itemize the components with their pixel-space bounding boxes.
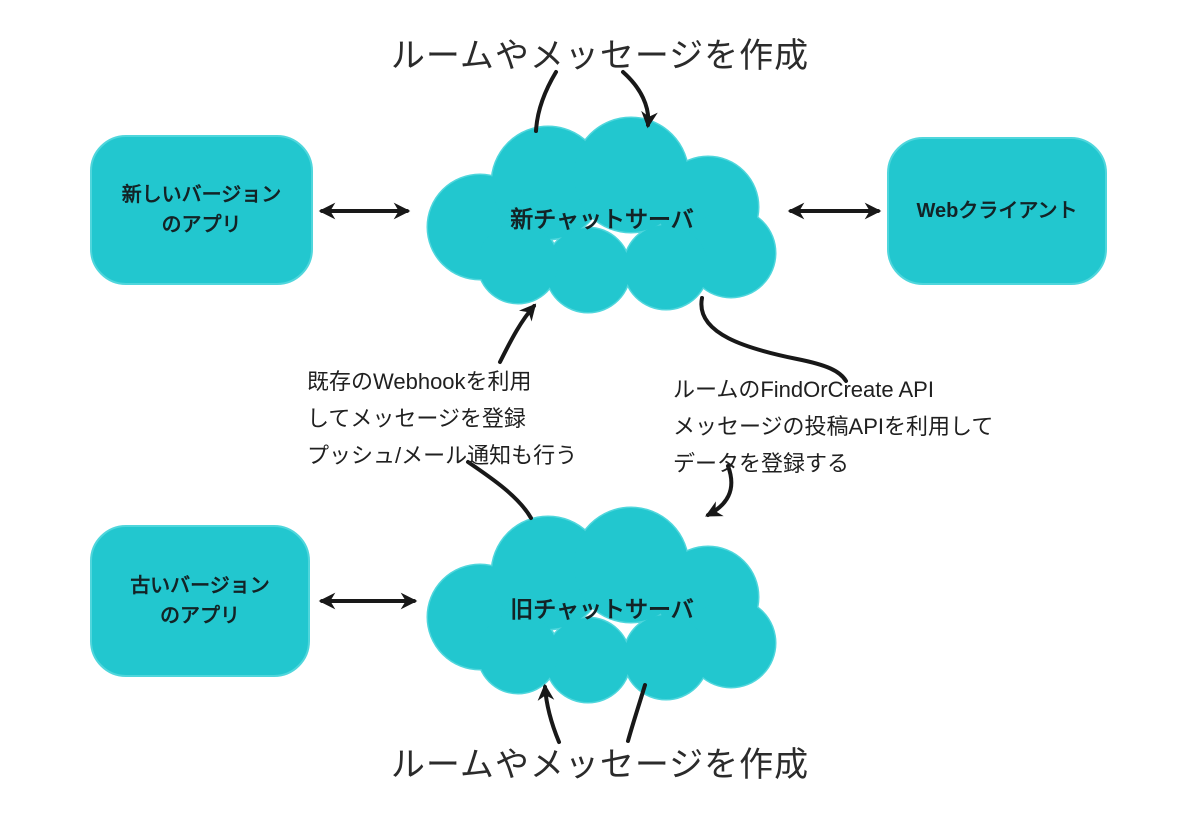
bottom-caption: ルームやメッセージを作成	[390, 746, 810, 784]
node-old-version-app-label-line2: のアプリ	[160, 605, 240, 627]
note-api-line1: ルームのFindOrCreate API	[673, 377, 934, 402]
note-find-or-create-api: ルームのFindOrCreate API メッセージの投稿APIを利用して デー…	[673, 371, 993, 482]
node-web-client-label: Webクライアント	[916, 200, 1078, 222]
note-webhook-line1: 既存のWebhookを利用	[307, 369, 532, 394]
curve-old-server-to-bottom-title	[626, 683, 647, 743]
note-api-line3: データを登録する	[673, 451, 850, 476]
note-webhook-line2: してメッセージを登録	[307, 406, 526, 431]
node-new-version-app: 新しいバージョン のアプリ	[90, 135, 313, 285]
node-new-version-app-label-line2: のアプリ	[161, 214, 242, 236]
node-web-client: Webクライアント	[887, 137, 1107, 285]
arrow-bottom-title-to-old-server	[537, 683, 561, 744]
arrow-webhook-note-to-new-server	[498, 303, 537, 364]
top-caption: ルームやメッセージを作成	[390, 37, 810, 75]
note-api-line2: メッセージの投稿APIを利用して	[673, 414, 994, 439]
curve-new-server-to-api-note	[699, 296, 848, 383]
node-new-version-app-label-line1: 新しいバージョン	[121, 184, 282, 206]
node-old-chat-server-label: 旧チャットサーバ	[510, 596, 694, 622]
note-webhook: 既存のWebhookを利用 してメッセージを登録 プッシュ/メール通知も行う	[307, 363, 577, 474]
node-new-chat-server-label: 新チャットサーバ	[510, 206, 694, 232]
curve-webhook-note-to-old-server	[466, 460, 533, 520]
curve-new-server-to-top-title	[534, 70, 558, 133]
node-old-version-app-label-line1: 古いバージョン	[130, 575, 270, 597]
arrow-api-note-to-old-server	[705, 464, 734, 517]
arrow-top-title-to-new-server	[621, 70, 658, 129]
note-webhook-line3: プッシュ/メール通知も行う	[307, 443, 578, 468]
node-old-version-app: 古いバージョン のアプリ	[90, 525, 310, 677]
